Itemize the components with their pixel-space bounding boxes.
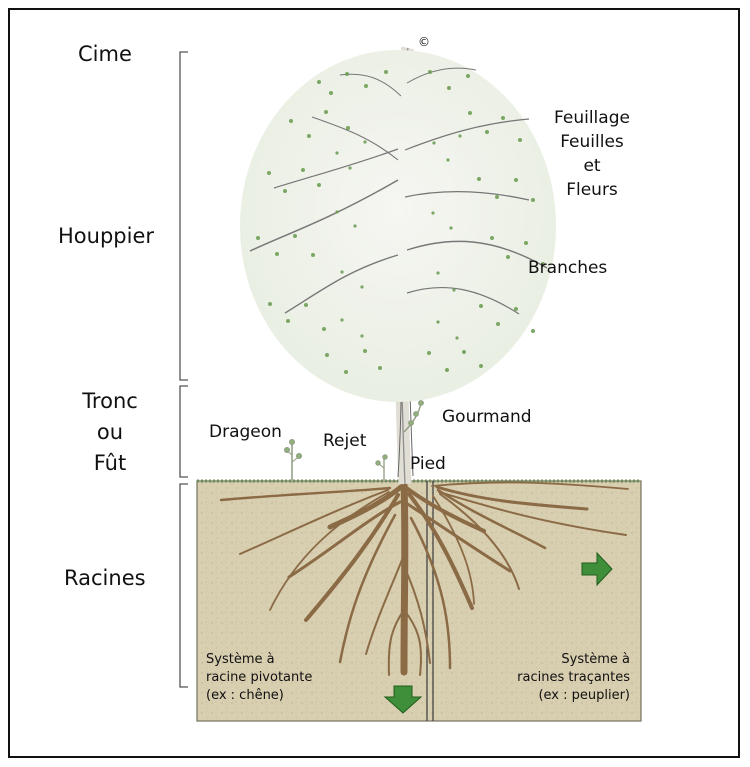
tracant-system-label: Système à racines traçantes (ex : peupli… [492,651,630,705]
racines-label: Racines [64,566,146,590]
cime-label: Cime [78,42,132,66]
branches-label: Branches [528,258,607,278]
pivot-system-line-2: racine pivotante [206,669,312,687]
gourmand-label: Gourmand [442,407,532,427]
tree-canopy [240,50,556,402]
fleurs-label: Fleurs [544,178,640,202]
tronc-label-group: Tronc ou Fût [74,386,146,479]
rejet-shoot [376,455,387,480]
feuillage-label: Feuillage [544,106,640,130]
ou-label: ou [74,417,146,448]
tracant-system-line-1: Système à [492,651,630,669]
houppier-label: Houppier [58,224,154,248]
copyright-mark: © [418,35,430,49]
tronc-label: Tronc [74,386,146,417]
tracant-system-line-2: racines traçantes [492,669,630,687]
left-brackets [180,52,188,687]
pivot-system-label: Système à racine pivotante (ex : chêne) [206,651,312,705]
pied-label: Pied [410,454,446,474]
drageon-label: Drageon [209,422,282,442]
drageon-shoot [285,440,302,481]
tracant-system-line-3: (ex : peuplier) [492,687,630,705]
feuillage-label-group: Feuillage Feuilles et Fleurs [544,106,640,202]
et-label: et [544,154,640,178]
pivot-system-line-3: (ex : chêne) [206,687,312,705]
feuilles-label: Feuilles [544,130,640,154]
pivot-system-line-1: Système à [206,651,312,669]
fut-label: Fût [74,448,146,479]
rejet-label: Rejet [323,431,366,451]
